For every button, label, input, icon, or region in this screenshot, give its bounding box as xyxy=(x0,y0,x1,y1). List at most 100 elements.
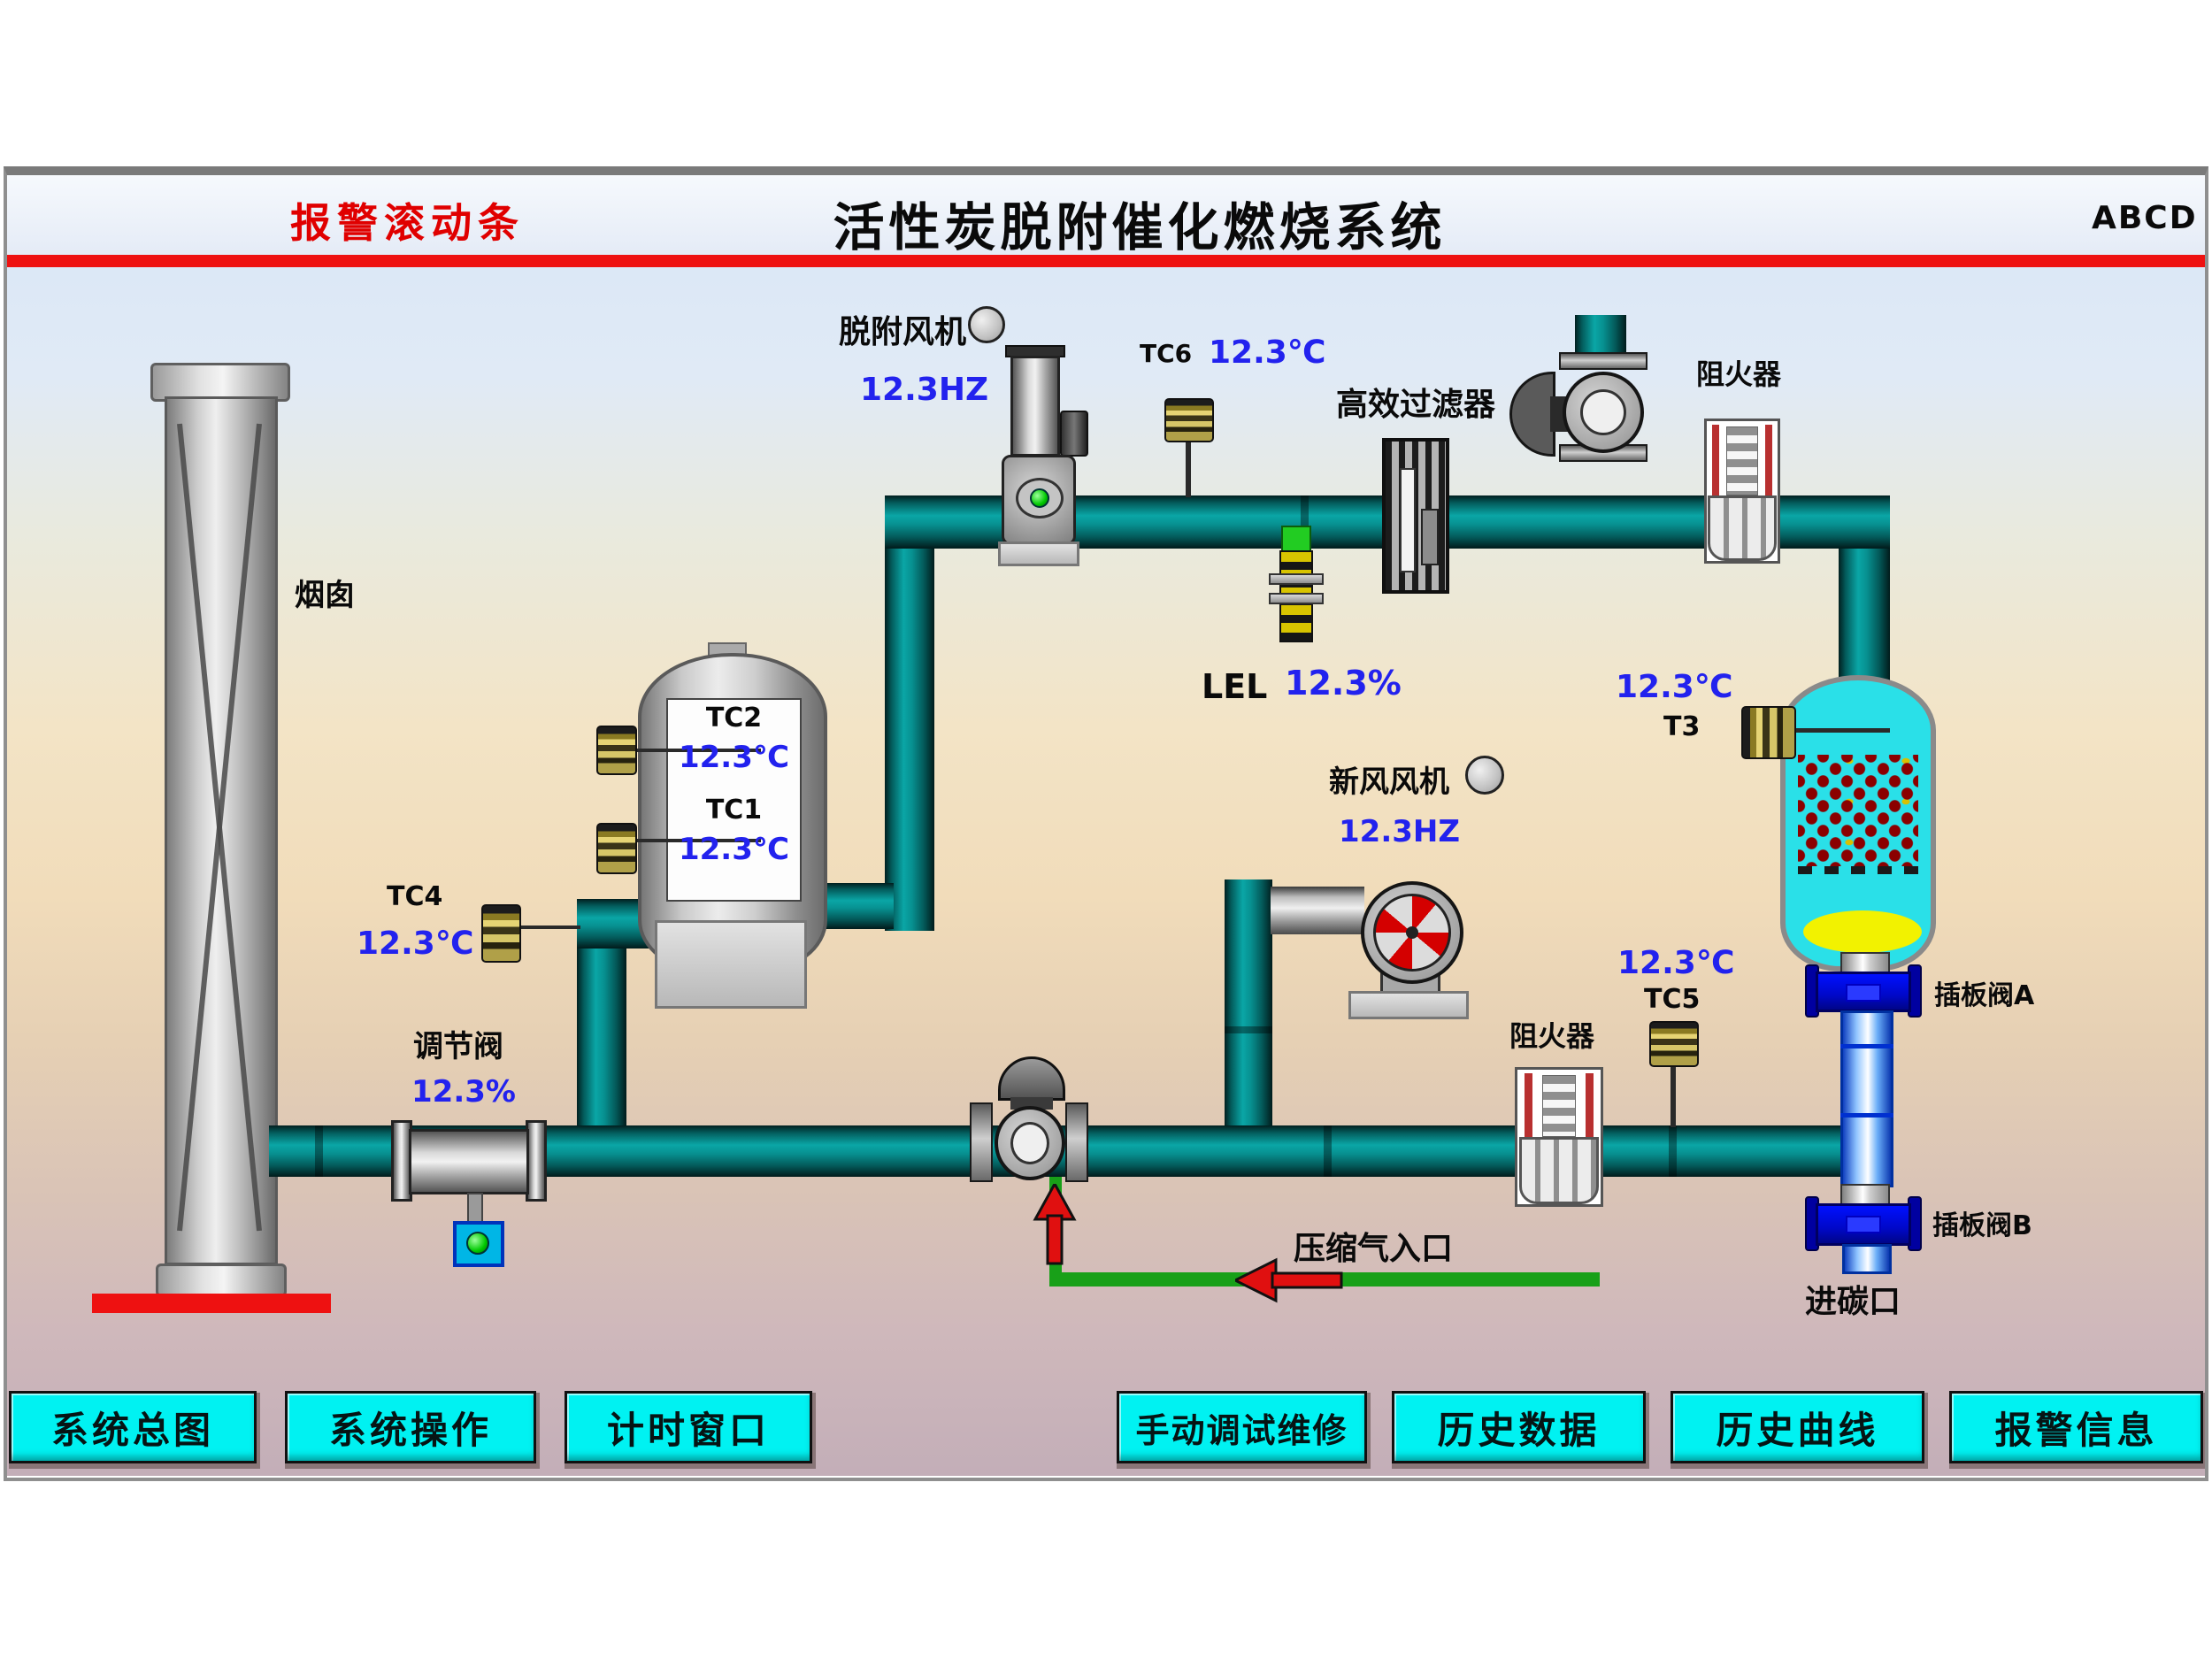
flame-arrester-bottom xyxy=(1515,1067,1603,1207)
filter-slot xyxy=(1400,468,1416,572)
pipe-riser-fresh-air xyxy=(1225,879,1272,1134)
tc2-value: 12.3℃ xyxy=(678,740,790,775)
nav-button-system-operation[interactable]: 系统操作 xyxy=(285,1391,536,1463)
flow-arrow-up-icon xyxy=(1033,1184,1077,1265)
tc1-sensor xyxy=(596,823,637,874)
carbon-drop-pipe xyxy=(1840,1010,1893,1187)
header-bar xyxy=(7,175,2205,257)
combustor-burner-zone xyxy=(1803,910,1922,953)
lel-sensor-head xyxy=(1281,526,1311,552)
pipe-joint xyxy=(1225,1026,1272,1033)
fa-shell xyxy=(1519,1137,1599,1204)
nav-button-history-curve[interactable]: 历史曲线 xyxy=(1671,1391,1924,1463)
slide-valve-b-label: 插板阀B xyxy=(1932,1210,2032,1241)
tc4-probe-line xyxy=(518,926,580,929)
fan-hub xyxy=(1406,926,1418,939)
filter-tab xyxy=(1421,509,1439,565)
tc5-label: TC5 xyxy=(1644,984,1701,1015)
slide-valve-a-gate xyxy=(1846,984,1881,1002)
glass-pipe-joint xyxy=(1840,1044,1893,1048)
regulating-valve-body[interactable] xyxy=(409,1129,529,1194)
chimney-ground-line xyxy=(92,1294,331,1313)
regulating-valve-value: 12.3% xyxy=(411,1074,516,1110)
t3-label: T3 xyxy=(1663,711,1701,742)
fresh-air-fan-status-lamp[interactable] xyxy=(1465,756,1504,795)
tc4-value: 12.3℃ xyxy=(357,926,474,962)
flow-arrow-left-icon xyxy=(1235,1257,1343,1303)
blower-port xyxy=(1580,389,1626,435)
fresh-air-fan-label: 新风风机 xyxy=(1329,764,1449,800)
chimney-label: 烟囱 xyxy=(295,578,355,613)
page-title: 活性炭脱附催化燃烧系统 xyxy=(833,197,1447,257)
t3-value: 12.3℃ xyxy=(1616,669,1733,705)
adsorber-display-panel xyxy=(666,698,802,902)
lel-label: LEL xyxy=(1202,667,1268,706)
nav-button-history-data[interactable]: 历史数据 xyxy=(1392,1391,1646,1463)
fa-red-bar xyxy=(1765,425,1772,495)
motor-valve-actuator xyxy=(1010,356,1060,457)
tc4-label: TC4 xyxy=(387,881,443,912)
desorption-fan-status-lamp[interactable] xyxy=(968,306,1005,343)
nav-button-manual-maintenance[interactable]: 手动调试维修 xyxy=(1117,1391,1367,1463)
duct-fan-inlet xyxy=(1271,887,1364,934)
header-corner-text: ABCD xyxy=(2092,200,2198,236)
air-valve-flange-left xyxy=(970,1102,993,1182)
blower-flange-top xyxy=(1559,352,1647,370)
tc6-stem xyxy=(1186,441,1191,497)
chimney xyxy=(165,396,278,1265)
hepa-filter-label: 高效过滤器 xyxy=(1336,387,1496,423)
pipe-joint xyxy=(1669,1125,1677,1177)
tc2-sensor xyxy=(596,726,637,775)
t3-probe-line xyxy=(1793,728,1890,733)
flame-arrester-bottom-label: 阻火器 xyxy=(1509,1019,1595,1053)
adsorber-pedestal xyxy=(655,920,807,1009)
fa-red-bar xyxy=(1712,425,1719,495)
nav-button-alarm-info[interactable]: 报警信息 xyxy=(1949,1391,2203,1463)
flame-arrester-top-label: 阻火器 xyxy=(1696,357,1782,391)
pipe-joint xyxy=(315,1125,323,1177)
regulating-valve-green-lamp-icon xyxy=(466,1232,489,1255)
motor-valve-green-lamp-icon xyxy=(1030,488,1049,508)
motor-valve-handwheel[interactable] xyxy=(1060,411,1088,457)
t3-sensor xyxy=(1741,706,1796,759)
fresh-air-fan-freq: 12.3HZ xyxy=(1339,814,1460,849)
carbon-inlet-stub xyxy=(1842,1244,1892,1274)
tc5-stem xyxy=(1671,1065,1676,1127)
tc2-probe-line xyxy=(635,749,761,752)
lel-value: 12.3% xyxy=(1285,664,1402,703)
regulating-valve-label: 调节阀 xyxy=(413,1029,503,1064)
tc5-sensor xyxy=(1649,1021,1699,1067)
combustor-vessel xyxy=(1780,675,1936,972)
glass-pipe-joint xyxy=(1840,1113,1893,1118)
carbon-inlet-label: 进碳口 xyxy=(1805,1284,1901,1320)
nav-button-system-overview[interactable]: 系统总图 xyxy=(9,1391,257,1463)
tc5-value: 12.3℃ xyxy=(1617,945,1735,981)
motor-valve-base xyxy=(998,541,1079,566)
slide-valve-b-gate xyxy=(1846,1216,1881,1233)
desorption-fan-label: 脱附风机 xyxy=(839,314,967,350)
pipe-joint xyxy=(1301,495,1309,549)
slide-valve-a-label: 插板阀A xyxy=(1934,980,2035,1011)
compressed-air-inlet-label: 压缩气入口 xyxy=(1294,1231,1454,1267)
tc2-label: TC2 xyxy=(705,703,763,733)
chimney-brace-icon xyxy=(177,423,262,1232)
fan-pedestal-base xyxy=(1348,991,1469,1019)
blower-stub-pipe xyxy=(1575,315,1626,359)
lel-sensor-ring xyxy=(1269,573,1324,585)
lel-sensor-ring xyxy=(1269,593,1324,604)
air-valve-port xyxy=(1010,1122,1049,1164)
nav-button-timer-window[interactable]: 计时窗口 xyxy=(565,1391,812,1463)
desorption-fan-freq: 12.3HZ xyxy=(860,372,989,408)
tc1-label: TC1 xyxy=(705,795,763,826)
pipe-joint xyxy=(1324,1125,1332,1177)
fa-element xyxy=(1542,1075,1576,1137)
fa-element xyxy=(1726,426,1758,495)
air-valve-flange-right xyxy=(1065,1102,1088,1182)
tc6-sensor xyxy=(1164,398,1214,442)
fa-shell xyxy=(1708,495,1777,561)
regulating-valve-stem xyxy=(467,1193,483,1225)
tc1-probe-line xyxy=(635,839,761,842)
chimney-base xyxy=(156,1263,287,1297)
alarm-scroll-bar[interactable]: 报警滚动条 xyxy=(290,199,525,247)
